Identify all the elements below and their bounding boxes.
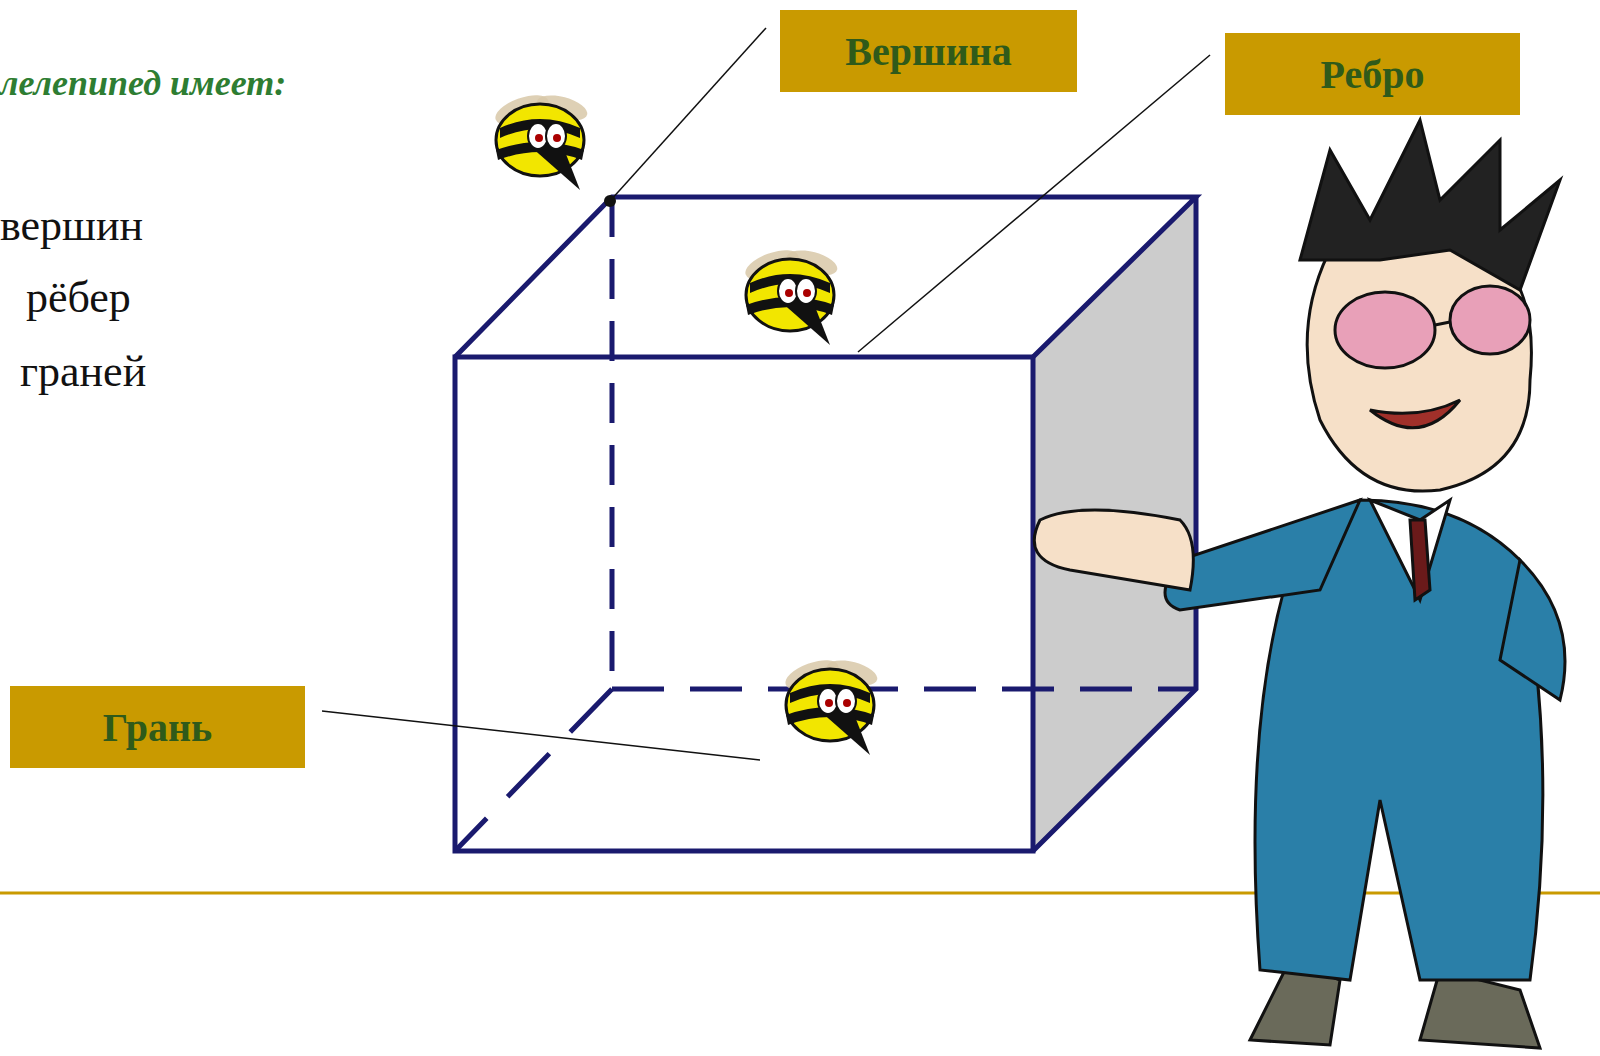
count-text: рёбер xyxy=(26,272,131,323)
term-label: Вершина xyxy=(845,28,1012,75)
term-label: Ребро xyxy=(1321,51,1425,98)
term-label: Грань xyxy=(103,704,212,751)
term-box: Грань xyxy=(10,686,305,768)
term-box: Вершина xyxy=(780,10,1077,92)
term-box: Ребро xyxy=(1225,33,1520,115)
count-text: вершин xyxy=(0,200,143,251)
count-text: граней xyxy=(20,346,146,397)
heading-text: лелепипед имеет: xyxy=(0,62,286,104)
